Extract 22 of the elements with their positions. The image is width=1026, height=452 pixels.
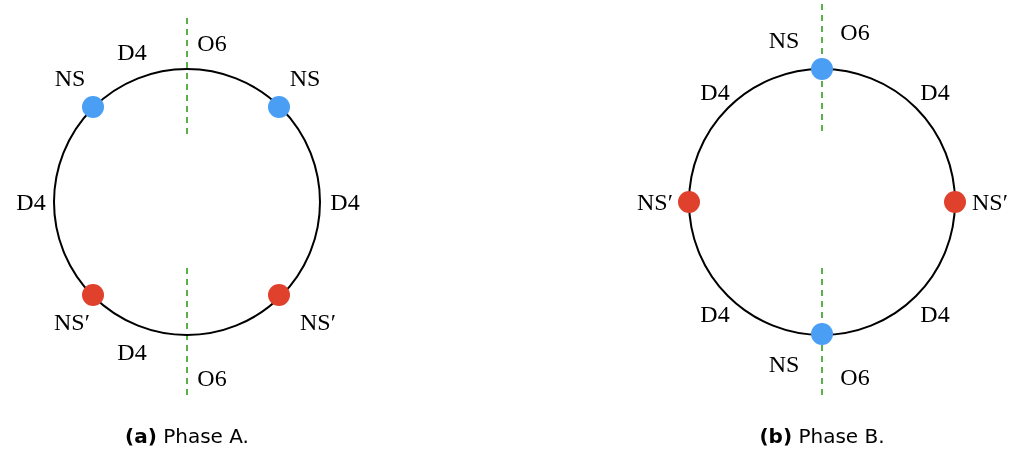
label: NS — [289, 64, 321, 92]
label: D4 — [117, 338, 147, 366]
label: O6 — [197, 364, 227, 392]
label: NS — [768, 26, 800, 54]
label: D4 — [117, 38, 147, 66]
label: D4 — [16, 188, 46, 216]
label: NS′ — [54, 308, 90, 336]
label: NS′ — [972, 188, 1008, 216]
label: D4 — [700, 78, 730, 106]
label: NS′ — [300, 308, 336, 336]
caption: (b) Phase B. — [759, 424, 885, 448]
label: D4 — [920, 300, 950, 328]
label: D4 — [920, 78, 950, 106]
label: NS — [768, 350, 800, 378]
caption: (a) Phase A. — [125, 424, 249, 448]
label: O6 — [840, 18, 870, 46]
label: D4 — [700, 300, 730, 328]
label: O6 — [840, 363, 870, 391]
label: NS — [54, 64, 86, 92]
label: O6 — [197, 29, 227, 57]
label: D4 — [330, 188, 360, 216]
label: NS′ — [637, 188, 673, 216]
